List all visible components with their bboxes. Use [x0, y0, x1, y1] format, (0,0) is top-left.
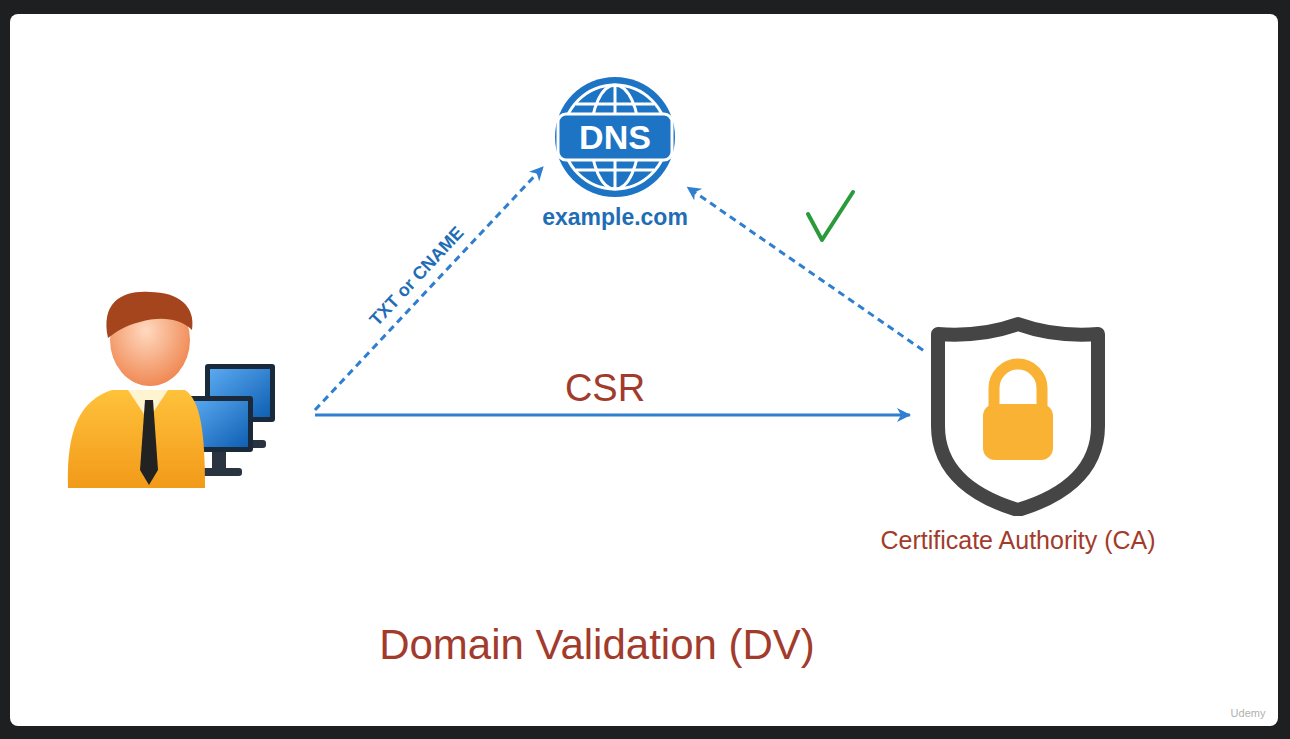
domain-name: example.com: [542, 204, 688, 231]
user-icon: [68, 292, 275, 488]
diagram-title: Domain Validation (DV): [379, 621, 815, 669]
dns-record-arrow: [315, 167, 543, 410]
check-mark: [808, 192, 853, 240]
icon-label: DNS: [542, 76, 688, 198]
certificate-authority: Certificate Authority (CA): [880, 316, 1155, 555]
csr-label: CSR: [565, 367, 645, 410]
node-label: Certificate Authority (CA): [880, 526, 1155, 555]
dns-server: DNS example.com: [542, 76, 688, 231]
shield-icon: [928, 316, 1108, 516]
watermark: Udemy: [1231, 707, 1266, 719]
csr-arrow: [315, 414, 910, 417]
validation-arrow: [688, 187, 924, 350]
